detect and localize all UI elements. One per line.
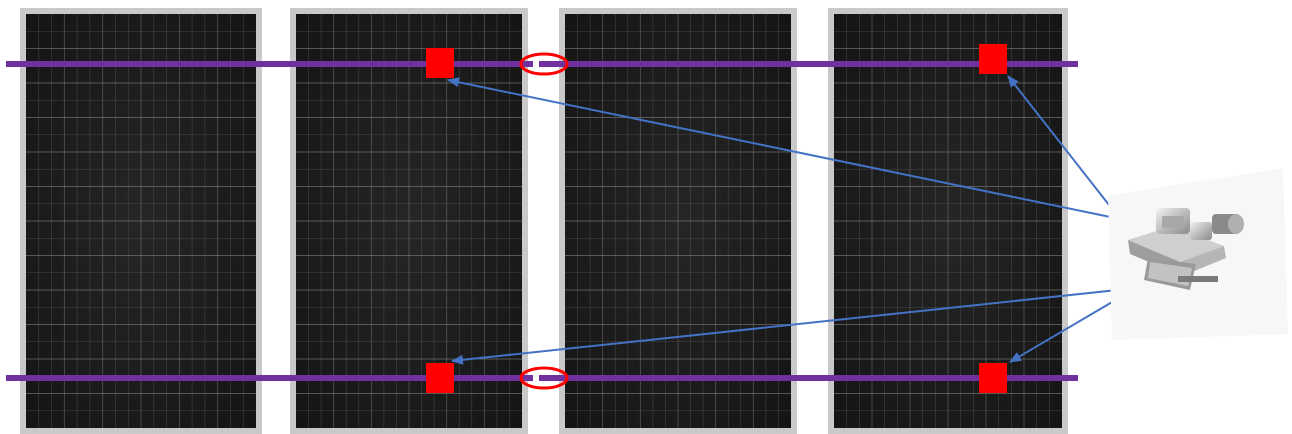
mid-clamp bbox=[426, 48, 454, 78]
panels-layer bbox=[20, 8, 1068, 434]
solar-panel-4 bbox=[828, 8, 1068, 434]
clamp-photo bbox=[1108, 168, 1288, 340]
mid-clamp bbox=[426, 363, 454, 393]
clamp-hardware-icon bbox=[1128, 208, 1244, 290]
solar-panel-1 bbox=[20, 8, 262, 434]
end-clamp bbox=[979, 363, 1007, 393]
end-clamp bbox=[979, 44, 1007, 74]
rail-splice-top bbox=[519, 52, 569, 76]
solar-panel-3 bbox=[559, 8, 797, 434]
pointer-arrow bbox=[451, 287, 1137, 365]
pointer-arrow bbox=[1007, 75, 1121, 220]
pointer-arrow bbox=[447, 77, 1121, 220]
rail-splice-bottom bbox=[519, 366, 569, 390]
solar-panel-2 bbox=[290, 8, 528, 434]
